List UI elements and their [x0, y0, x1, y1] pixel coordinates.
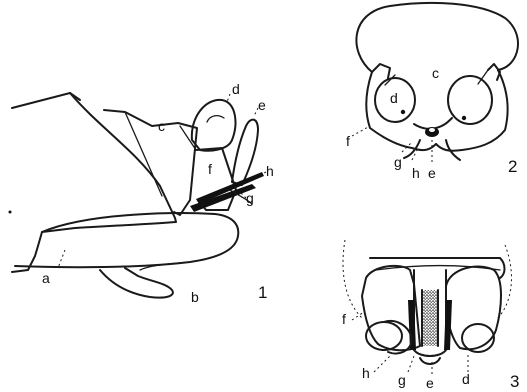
fig1-label-g: g [246, 190, 254, 206]
fig3-label-e: e [426, 375, 434, 391]
fig1-label-b: b [191, 289, 199, 305]
fig1-label-f: f [208, 161, 212, 177]
fig2-label-h: h [412, 165, 420, 181]
figure-2-drawing [352, 3, 518, 162]
figure-3-number: 3 [510, 372, 519, 391]
fig3-label-h: h [362, 365, 370, 381]
figure-2-number: 2 [508, 157, 517, 176]
fig3-label-g: g [398, 372, 406, 388]
fig1-label-d: d [232, 81, 240, 97]
fig1-label-h: h [266, 163, 274, 179]
figure-2-labels: c d f g h e 2 [346, 65, 517, 181]
fig2-label-c: c [432, 65, 439, 81]
figure-3-drawing [343, 240, 511, 374]
fig1-label-a: a [42, 270, 50, 286]
fig1-label-c: c [158, 118, 165, 134]
fig3-label-f: f [342, 311, 346, 327]
fig3-label-d: d [462, 371, 470, 387]
fig2-label-e: e [428, 165, 436, 181]
fig2-label-g: g [394, 154, 402, 170]
figure-1-drawing [9, 93, 267, 298]
figure-1-number: 1 [258, 283, 267, 302]
fig2-label-d: d [390, 90, 398, 106]
fig1-label-e: e [258, 97, 266, 113]
fig2-label-f: f [346, 133, 350, 149]
